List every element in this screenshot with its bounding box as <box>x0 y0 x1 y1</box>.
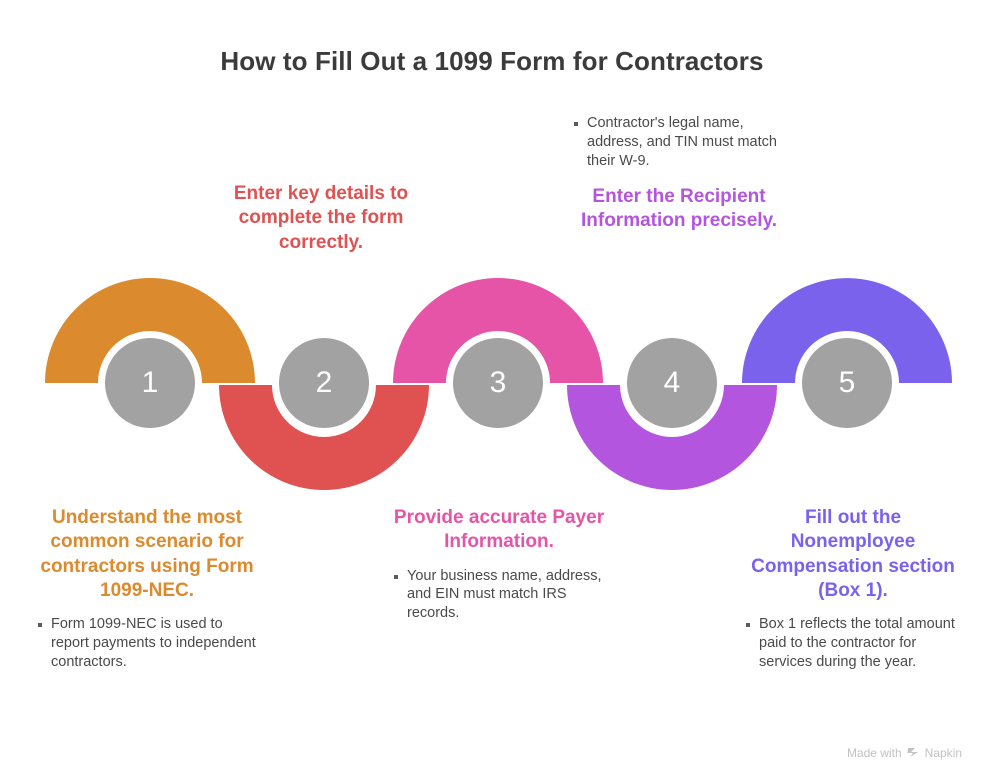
bullet-item: Your business name, address, and EIN mus… <box>392 567 606 624</box>
step-number-label: 5 <box>838 366 856 399</box>
step-heading-1: Understand the most common scenario for … <box>40 507 254 601</box>
bullet-item: Form 1099-NEC is used to report payments… <box>36 615 258 672</box>
step-number-label: 1 <box>141 366 159 399</box>
page-title: How to Fill Out a 1099 Form for Contract… <box>220 46 764 76</box>
bullet-item: Contractor's legal name, address, and TI… <box>572 114 786 171</box>
step-label-block-1: Understand the most common scenario for … <box>36 506 258 672</box>
step-bullets-4: Contractor's legal name, address, and TI… <box>572 114 786 171</box>
step-circle-5[interactable]: 5 <box>802 338 892 428</box>
watermark-brand: Napkin <box>924 746 962 760</box>
step-circle-2[interactable]: 2 <box>279 338 369 428</box>
napkin-watermark: Made with Napkin <box>847 746 962 760</box>
step-label-block-4: Contractor's legal name, address, and TI… <box>572 114 786 233</box>
step-bullets-5: Box 1 reflects the total amount paid to … <box>744 615 962 672</box>
step-bullets-3: Your business name, address, and EIN mus… <box>392 567 606 624</box>
bullet-item: Box 1 reflects the total amount paid to … <box>744 615 962 672</box>
step-heading-5: Fill out the Nonemployee Compensation se… <box>751 507 955 601</box>
step-circle-1[interactable]: 1 <box>105 338 195 428</box>
step-label-block-5: Fill out the Nonemployee Compensation se… <box>744 506 962 672</box>
step-number-label: 3 <box>489 366 507 399</box>
step-number-label: 2 <box>315 366 333 399</box>
step-label-block-2: Enter key details to complete the form c… <box>214 182 428 255</box>
watermark-text: Made with <box>846 746 902 760</box>
step-heading-3: Provide accurate Payer Information. <box>393 507 605 553</box>
step-heading-4: Enter the Recipient Information precisel… <box>580 185 778 231</box>
step-label-block-3: Provide accurate Payer Information. Your… <box>392 506 606 623</box>
step-number-label: 4 <box>663 366 681 399</box>
step-heading-2: Enter key details to complete the form c… <box>233 183 409 253</box>
step-circle-4[interactable]: 4 <box>627 338 717 428</box>
step-bullets-1: Form 1099-NEC is used to report payments… <box>36 615 258 672</box>
step-circle-3[interactable]: 3 <box>453 338 543 428</box>
napkin-chevron-icon <box>907 747 920 760</box>
